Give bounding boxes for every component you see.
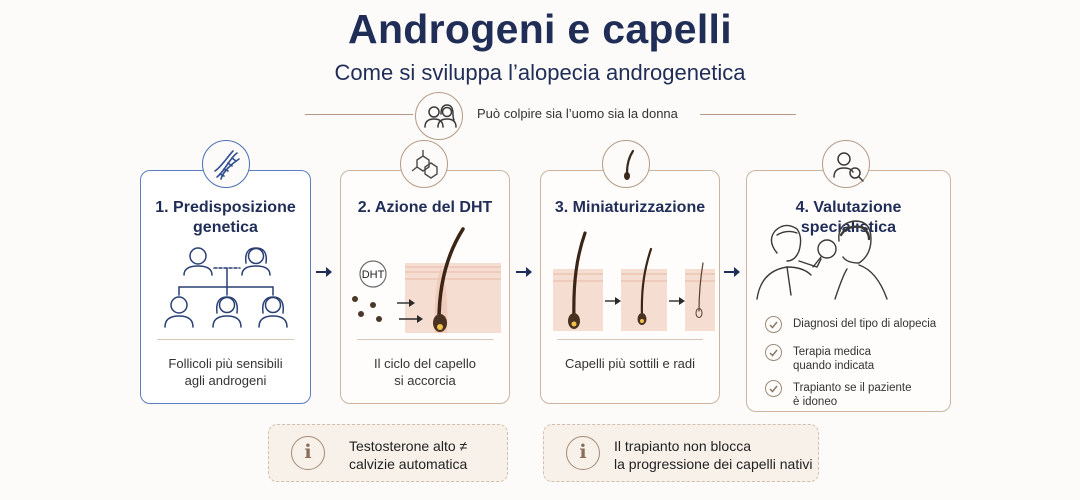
step-title-line: 3. Miniaturizzazione bbox=[554, 199, 706, 216]
step-desc-line: Capelli più sottili e radi bbox=[564, 356, 696, 371]
step-card-evaluation: 4. Valutazione specialistica Diagnosi de… bbox=[746, 170, 951, 412]
doctor-examining-patient-illustration bbox=[756, 220, 888, 300]
hair-follicle-illustration: DHT bbox=[352, 227, 501, 333]
info-text: Il trapianto non blocca la progressione … bbox=[614, 437, 812, 473]
checklist-item: Diagnosi del tipo di alopecia bbox=[765, 316, 942, 337]
step-title: 3. Miniaturizzazione bbox=[541, 198, 719, 218]
divider-left bbox=[305, 114, 413, 115]
step-title-line: 1. Predisposizione bbox=[155, 199, 296, 216]
checklist-text: Terapia medica bbox=[793, 346, 871, 358]
step-title: 1. Predisposizione genetica bbox=[141, 198, 310, 238]
step-title-line: 2. Azione del DHT bbox=[357, 199, 493, 216]
dna-icon bbox=[202, 140, 250, 188]
checklist-text: Trapianto se il paziente bbox=[793, 382, 912, 394]
info-text-line: Testosterone alto ≠ bbox=[349, 438, 468, 454]
checklist-text: è idoneo bbox=[793, 396, 838, 408]
step-title: 2. Azione del DHT bbox=[341, 198, 509, 218]
step-description: Follicoli più sensibili agli androgeni bbox=[149, 355, 302, 389]
checklist-item: Trapianto se il paziente è idoneo bbox=[765, 380, 942, 409]
card-divider bbox=[357, 339, 493, 340]
info-text-line: calvizie automatica bbox=[349, 456, 468, 472]
check-icon bbox=[765, 344, 782, 361]
step-desc-line: agli androgeni bbox=[184, 373, 267, 388]
man-woman-icon bbox=[415, 92, 463, 140]
info-note-testosterone: i Testosterone alto ≠ calvizie automatic… bbox=[268, 424, 508, 482]
step-desc-line: Il ciclo del capello bbox=[374, 356, 476, 371]
step-desc-line: Follicoli più sensibili bbox=[168, 356, 283, 371]
card-divider bbox=[557, 339, 703, 340]
family-tree-illustration bbox=[164, 247, 288, 328]
info-text-line: Il trapianto non blocca bbox=[614, 438, 751, 454]
doctor-magnifier-icon bbox=[822, 140, 870, 188]
step-card-genetic: 1. Predisposizione genetica bbox=[140, 170, 311, 404]
checklist-item: Terapia medica quando indicata bbox=[765, 344, 942, 373]
step-desc-line: si accorcia bbox=[394, 373, 456, 388]
page-title: Androgeni e capelli bbox=[348, 6, 732, 52]
audience-text: Può colpire sia l’uomo sia la donna bbox=[477, 106, 678, 121]
info-text-line: la progressione dei capelli nativi bbox=[614, 456, 813, 472]
molecule-icon bbox=[400, 140, 448, 188]
step-card-dht: 2. Azione del DHT DHT Il ciclo del capel bbox=[340, 170, 510, 404]
info-icon: i bbox=[291, 436, 325, 470]
info-icon: i bbox=[566, 436, 600, 470]
page-subtitle: Come si sviluppa l’alopecia androgenetic… bbox=[334, 60, 746, 85]
step-title-line: 4. Valutazione bbox=[795, 199, 902, 216]
step-card-miniaturization: 3. Miniaturizzazione Capelli più sottili… bbox=[540, 170, 720, 404]
info-note-transplant: i Il trapianto non blocca la progression… bbox=[543, 424, 819, 482]
check-icon bbox=[765, 380, 782, 397]
dht-label: DHT bbox=[362, 269, 385, 281]
check-icon bbox=[765, 316, 782, 333]
card-divider bbox=[157, 339, 294, 340]
divider-right bbox=[700, 114, 796, 115]
step-description: Capelli più sottili e radi bbox=[549, 355, 711, 372]
miniaturizing-follicles-illustration bbox=[553, 231, 715, 331]
info-text: Testosterone alto ≠ calvizie automatica bbox=[349, 437, 467, 473]
arrow-right-icon bbox=[516, 267, 532, 277]
checklist-text: Diagnosi del tipo di alopecia bbox=[793, 318, 937, 330]
arrow-right-icon bbox=[316, 267, 332, 277]
checklist-text: quando indicata bbox=[793, 360, 875, 372]
step-description: Il ciclo del capello si accorcia bbox=[349, 355, 501, 389]
evaluation-checklist: Diagnosi del tipo di alopecia Terapia me… bbox=[765, 316, 942, 417]
step-title-line: genetica bbox=[193, 219, 258, 236]
hair-strand-icon bbox=[602, 140, 650, 188]
arrow-right-icon bbox=[724, 267, 740, 277]
